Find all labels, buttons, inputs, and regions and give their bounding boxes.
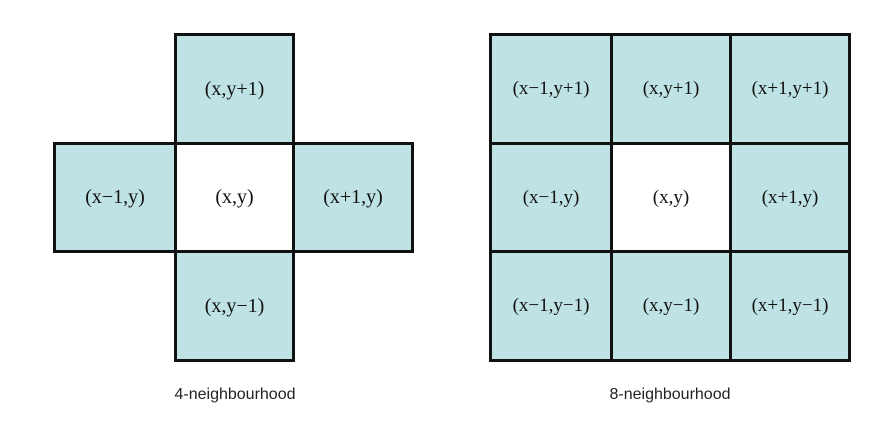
eight-cell-top-left-label: (x−1,y+1)	[512, 78, 590, 99]
eight-neighbourhood-caption: 8-neighbourhood	[609, 386, 731, 403]
eight-cell-center: (x,y)	[610, 142, 732, 253]
eight-cell-bottom-center: (x,y−1)	[610, 250, 732, 362]
four-cell-right: (x+1,y)	[292, 142, 414, 253]
four-cell-top-label: (x,y+1)	[204, 77, 265, 100]
four-cell-bottom-label: (x,y−1)	[204, 294, 265, 317]
four-cell-center: (x,y)	[174, 142, 295, 253]
eight-cell-top-right: (x+1,y+1)	[729, 33, 851, 145]
four-cell-top: (x,y+1)	[174, 33, 295, 145]
eight-cell-top-center-label: (x,y+1)	[642, 78, 700, 99]
eight-cell-bottom-left-label: (x−1,y−1)	[512, 295, 590, 316]
eight-cell-top-left: (x−1,y+1)	[489, 33, 613, 145]
eight-cell-top-center: (x,y+1)	[610, 33, 732, 145]
four-neighbourhood-caption: 4-neighbourhood	[174, 386, 296, 403]
eight-cell-middle-left: (x−1,y)	[489, 142, 613, 253]
eight-cell-bottom-right-label: (x+1,y−1)	[751, 295, 829, 316]
four-cell-right-label: (x+1,y)	[323, 186, 383, 208]
four-cell-left: (x−1,y)	[53, 142, 177, 253]
eight-cell-center-label: (x,y)	[652, 186, 690, 208]
eight-cell-top-right-label: (x+1,y+1)	[751, 78, 829, 99]
four-cell-bottom: (x,y−1)	[174, 250, 295, 362]
eight-cell-bottom-right: (x+1,y−1)	[729, 250, 851, 362]
eight-cell-bottom-left: (x−1,y−1)	[489, 250, 613, 362]
four-cell-left-label: (x−1,y)	[85, 186, 145, 208]
eight-cell-middle-right-label: (x+1,y)	[761, 186, 819, 208]
eight-cell-middle-left-label: (x−1,y)	[522, 186, 580, 208]
eight-cell-middle-right: (x+1,y)	[729, 142, 851, 253]
eight-cell-bottom-center-label: (x,y−1)	[642, 295, 700, 316]
four-cell-center-label: (x,y)	[215, 186, 254, 208]
